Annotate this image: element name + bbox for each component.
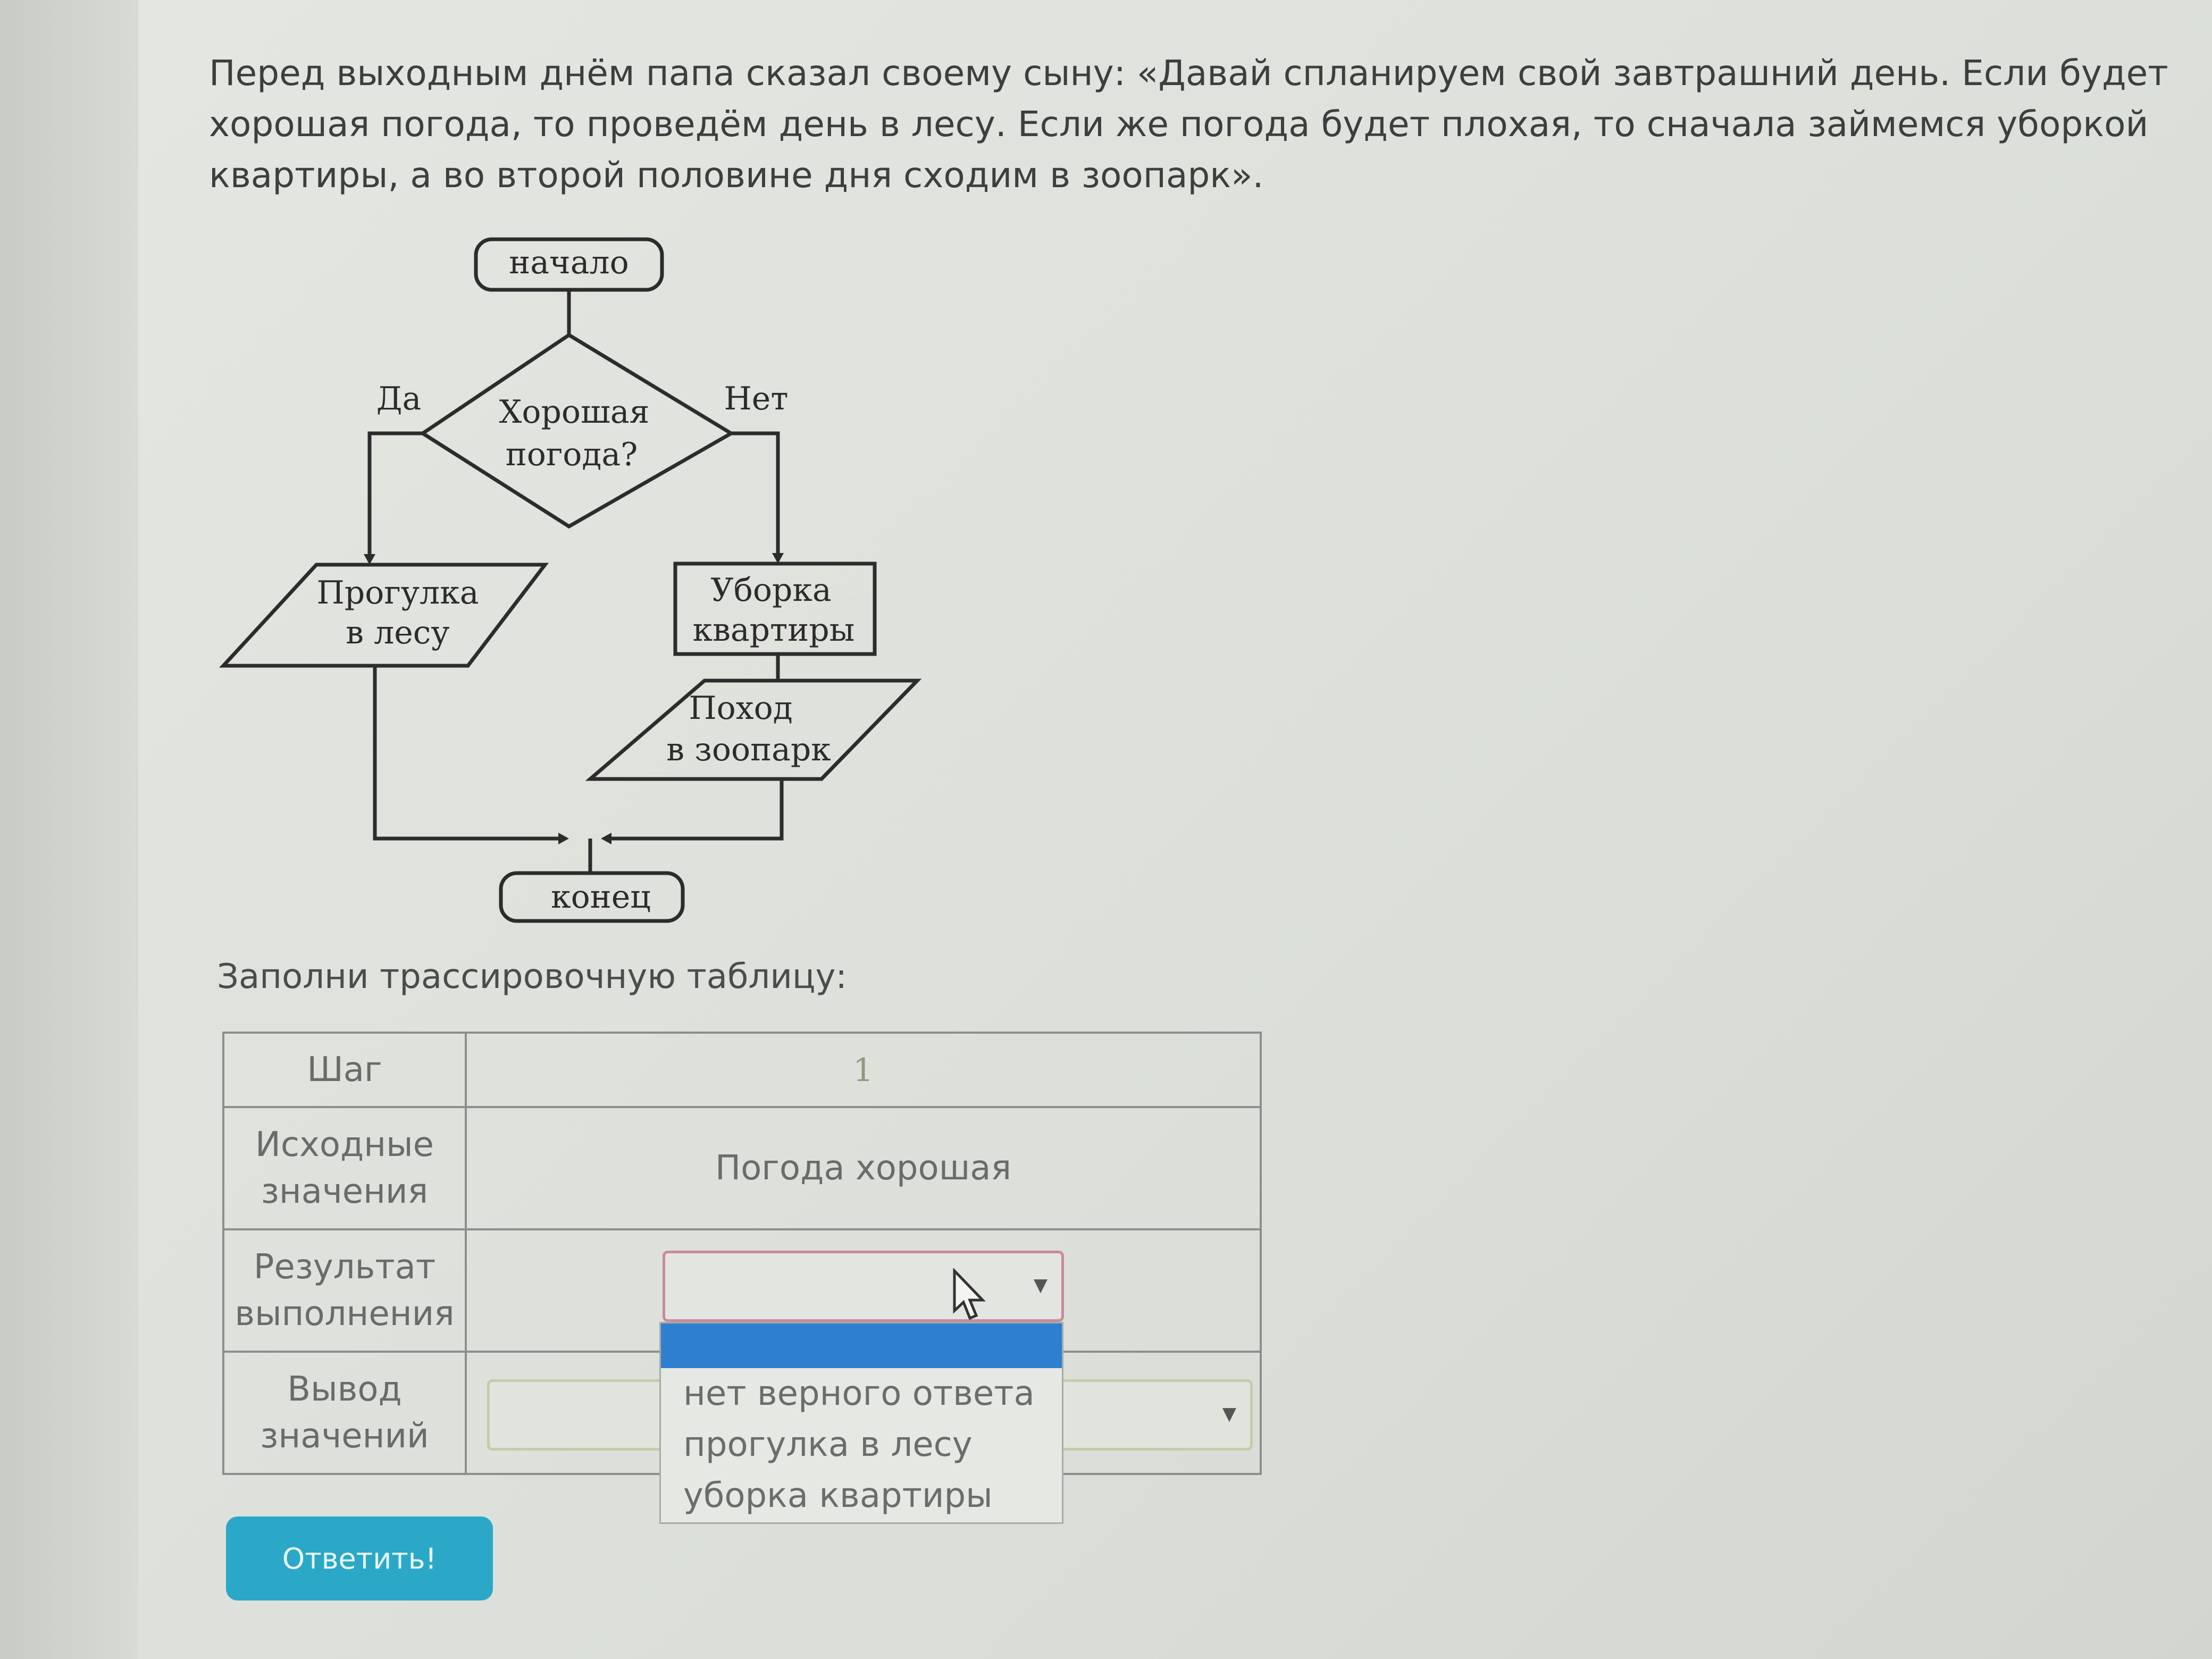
flowchart-condition-line2: погода? [506, 436, 638, 473]
flowchart-zoo-line2: в зоопарк [666, 731, 831, 768]
flowchart-decision-block [419, 332, 735, 529]
screen-bezel [0, 0, 138, 1659]
chevron-down-icon[interactable]: ▼ [1033, 1275, 1048, 1296]
flowchart-clean-line2: квартиры [693, 611, 855, 649]
flowchart-start-text: начало [509, 244, 629, 281]
flowchart-walk-line1: Прогулка [317, 574, 479, 611]
initial-value: Погода хорошая [465, 1106, 1262, 1230]
flowchart: начало Хорошая погода? Да Нет Прогулка в… [219, 237, 922, 923]
task-description: Перед выходным днём папа сказал своему с… [209, 53, 2168, 196]
flowchart-zoo-block [585, 678, 922, 781]
flowchart-yes-label: Да [376, 380, 422, 417]
dropdown-option-empty-highlighted[interactable] [661, 1323, 1062, 1368]
flowchart-walk-line2: в лесу [346, 614, 449, 651]
flowchart-zoo-line1: Поход [689, 690, 792, 727]
step-value: 1 [853, 1052, 874, 1089]
flowchart-walk-block [219, 563, 549, 668]
dropdown-option[interactable]: нет верного ответа [683, 1374, 1035, 1413]
result-label: Результат выполнения [222, 1228, 467, 1353]
flowchart-end-block [499, 871, 685, 923]
flowchart-condition-line1: Хорошая [499, 393, 650, 431]
result-dropdown-list: нет верного ответа прогулка в лесу уборк… [659, 1322, 1063, 1524]
table-instruction: Заполни трассировочную таблицу: [217, 957, 847, 996]
step-value-cell: 1 [465, 1032, 1262, 1108]
submit-button[interactable]: Ответить! [226, 1516, 493, 1601]
dropdown-option[interactable]: прогулка в лесу [683, 1425, 973, 1464]
flowchart-clean-line1: Уборка [710, 572, 831, 609]
step-label: Шаг [222, 1032, 467, 1108]
result-select[interactable]: ▼ [663, 1251, 1064, 1322]
flowchart-clean-block [673, 562, 877, 656]
output-label: Вывод значений [222, 1351, 467, 1475]
flowchart-end-text: конец [551, 878, 651, 916]
table-row-initial: Исходные значения Погода хорошая [222, 1106, 1262, 1230]
chevron-down-icon[interactable]: ▼ [1222, 1403, 1236, 1425]
initial-label: Исходные значения [222, 1106, 467, 1230]
dropdown-option[interactable]: уборка квартиры [683, 1476, 993, 1515]
flowchart-no-label: Нет [724, 380, 788, 417]
mouse-cursor-icon [953, 1268, 986, 1320]
table-row-step: Шаг 1 [222, 1032, 1262, 1108]
